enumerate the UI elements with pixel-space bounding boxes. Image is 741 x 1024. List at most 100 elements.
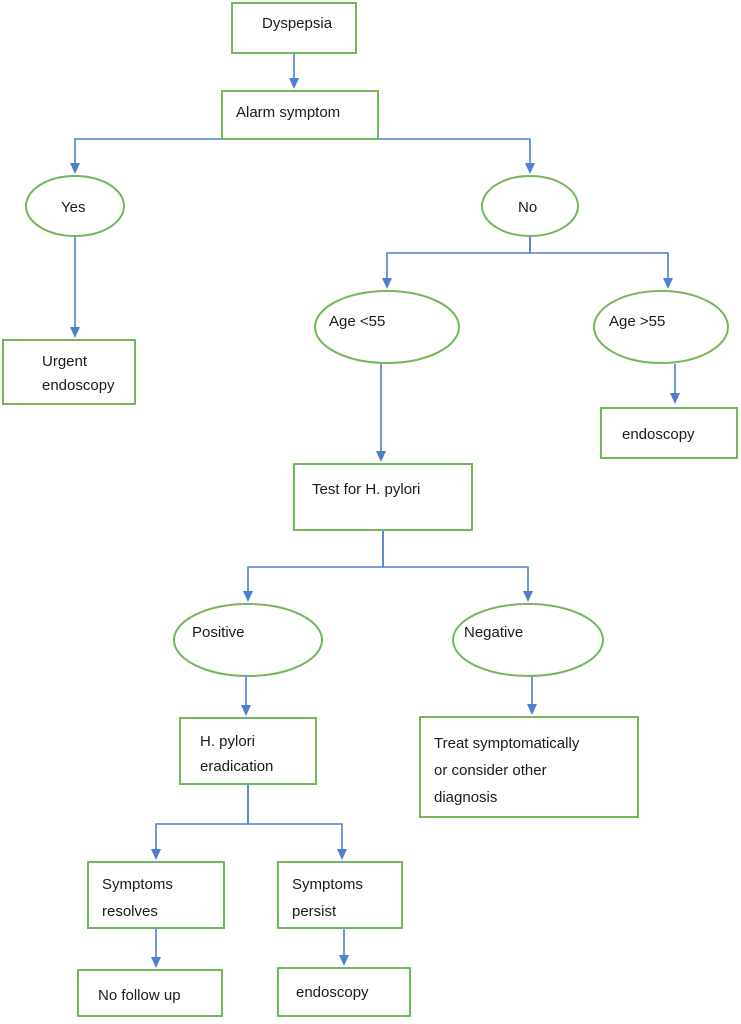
arrowhead-icon: [663, 278, 673, 289]
connector-line: [529, 236, 669, 280]
node-label: endoscopy: [42, 377, 115, 394]
node-label: or consider other: [434, 762, 547, 779]
box-shape: [419, 716, 639, 818]
node-endoscopy-final: endoscopy: [277, 967, 411, 1017]
oval-shape: [593, 290, 729, 364]
connector-negative-to-treat-symptomatically: [527, 677, 537, 715]
arrowhead-icon: [670, 393, 680, 404]
node-label: Age >55: [609, 313, 665, 330]
connector-dyspepsia-to-alarm-symptom: [289, 53, 299, 89]
node-symptoms-resolves: Symptoms resolves: [87, 861, 225, 929]
arrowhead-icon: [523, 591, 533, 602]
node-alarm-symptom: Alarm symptom: [221, 90, 379, 140]
node-symptoms-persist: Symptoms persist: [277, 861, 403, 929]
connector-positive-to-h-pylori-eradication: [241, 677, 251, 716]
node-label: Dyspepsia: [262, 15, 333, 32]
connector-h-pylori-eradication-to-symptoms-persist: [247, 784, 347, 860]
node-positive: Positive: [173, 603, 323, 677]
connector-line: [386, 236, 531, 280]
oval-shape: [452, 603, 604, 677]
node-no-follow-up: No follow up: [77, 969, 223, 1017]
box-shape: [277, 967, 411, 1017]
node-negative: Negative: [452, 603, 604, 677]
connector-h-pylori-eradication-to-symptoms-resolves: [151, 784, 249, 860]
arrowhead-icon: [151, 957, 161, 968]
connector-no-to-age-under-55: [382, 236, 531, 289]
node-yes: Yes: [25, 175, 125, 237]
arrowhead-icon: [70, 163, 80, 174]
box-shape: [277, 861, 403, 929]
box-shape: [293, 463, 473, 531]
node-age-over-55: Age >55: [593, 290, 729, 364]
node-label: diagnosis: [434, 789, 497, 806]
arrowhead-icon: [289, 78, 299, 89]
box-shape: [221, 90, 379, 140]
connector-line: [247, 530, 384, 593]
node-label: eradication: [200, 758, 273, 775]
node-no: No: [481, 175, 579, 237]
node-label: Alarm symptom: [236, 104, 340, 121]
arrowhead-icon: [243, 591, 253, 602]
arrowhead-icon: [339, 955, 349, 966]
node-age-under-55: Age <55: [314, 290, 460, 364]
node-label: H. pylori: [200, 733, 255, 750]
connector-line: [155, 784, 249, 851]
node-label: Positive: [192, 624, 245, 641]
connector-line: [300, 138, 531, 165]
node-label: Negative: [464, 624, 523, 641]
node-h-pylori-eradication: H. pylori eradication: [179, 717, 317, 785]
oval-shape: [25, 175, 125, 237]
node-label: Yes: [61, 199, 85, 216]
node-label: Symptoms: [102, 876, 173, 893]
connector-age-under-55-to-test-h-pylori: [376, 364, 386, 462]
node-label: Test for H. pylori: [312, 481, 420, 498]
connector-line: [74, 138, 300, 165]
arrowhead-icon: [527, 704, 537, 715]
connector-alarm-symptom-to-no: [300, 138, 535, 174]
connector-symptoms-persist-to-endoscopy-final: [339, 928, 349, 966]
connector-symptoms-resolves-to-no-follow-up: [151, 928, 161, 968]
oval-shape: [314, 290, 460, 364]
connector-no-to-age-over-55: [529, 236, 673, 289]
node-label: Age <55: [329, 313, 385, 330]
node-endoscopy-age: endoscopy: [600, 407, 738, 459]
node-label: Symptoms: [292, 876, 363, 893]
connector-test-h-pylori-to-negative: [382, 530, 533, 602]
connector-alarm-symptom-to-yes: [70, 138, 300, 174]
arrowhead-icon: [376, 451, 386, 462]
oval-shape: [481, 175, 579, 237]
node-treat-symptomatically: Treat symptomatically or consider other di…: [419, 716, 639, 818]
arrowhead-icon: [151, 849, 161, 860]
box-shape: [179, 717, 317, 785]
connector-line: [247, 784, 343, 851]
arrowhead-icon: [241, 705, 251, 716]
node-test-h-pylori: Test for H. pylori: [293, 463, 473, 531]
box-shape: [87, 861, 225, 929]
node-label: resolves: [102, 903, 158, 920]
node-label: endoscopy: [622, 426, 695, 443]
box-shape: [77, 969, 223, 1017]
node-label: endoscopy: [296, 984, 369, 1001]
node-urgent-endoscopy: Urgent endoscopy: [2, 339, 136, 405]
node-label: No follow up: [98, 987, 181, 1004]
node-label: No: [518, 199, 537, 216]
box-shape: [231, 2, 357, 54]
connector-line: [382, 530, 529, 593]
arrowhead-icon: [337, 849, 347, 860]
oval-shape: [173, 603, 323, 677]
node-dyspepsia: Dyspepsia: [231, 2, 357, 54]
arrowhead-icon: [382, 278, 392, 289]
box-shape: [2, 339, 136, 405]
node-label: Urgent: [42, 353, 88, 370]
connectors: [70, 53, 680, 968]
arrowhead-icon: [70, 327, 80, 338]
connector-test-h-pylori-to-positive: [243, 530, 384, 602]
node-label: Treat symptomatically: [434, 735, 580, 752]
node-label: persist: [292, 903, 337, 920]
connector-yes-to-urgent-endoscopy: [70, 236, 80, 338]
box-shape: [600, 407, 738, 459]
arrowhead-icon: [525, 163, 535, 174]
connector-age-over-55-to-endoscopy-age: [670, 364, 680, 404]
